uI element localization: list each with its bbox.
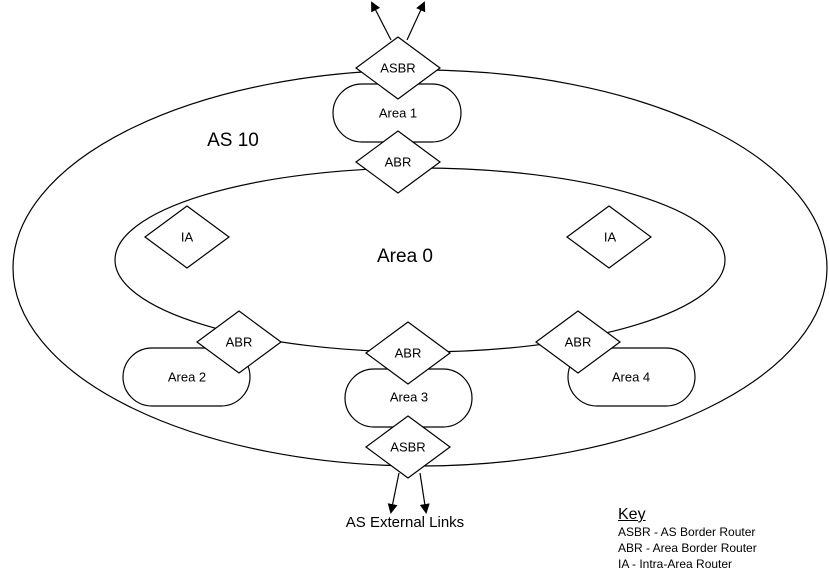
external-links-label: AS External Links — [346, 514, 464, 531]
abr-area1-label: ABR — [385, 154, 412, 169]
asbr-bottom-router — [364, 415, 452, 479]
legend-title: Key — [618, 506, 646, 523]
external-link-arrow — [387, 472, 400, 514]
asbr-top-label: ASBR — [380, 60, 415, 75]
ia-right-label: IA — [604, 229, 617, 244]
area4-shape — [567, 347, 696, 407]
legend-entry: ASBR - AS Border Router — [618, 525, 756, 539]
legend-entry: ABR - Area Border Router — [618, 541, 757, 555]
ia-left-label: IA — [181, 229, 194, 244]
legend: Key ASBR - AS Border Router ABR - Area B… — [618, 506, 757, 572]
area1-label: Area 1 — [379, 105, 417, 120]
asbr-bottom-label: ASBR — [390, 439, 425, 454]
area4-label: Area 4 — [612, 369, 650, 384]
area3-label: Area 3 — [390, 389, 428, 404]
abr-area4-router — [534, 310, 622, 374]
abr-area1-router — [354, 130, 442, 194]
external-link-arrow — [371, 1, 392, 41]
area0-label: Area 0 — [377, 246, 433, 267]
abr-area4-label: ABR — [565, 334, 592, 349]
abr-area3-router — [364, 321, 452, 385]
asbr-top-router — [354, 36, 442, 100]
area2-shape — [122, 347, 251, 407]
as-label: AS 10 — [207, 130, 259, 151]
ia-right-router — [565, 205, 653, 269]
ia-left-router — [143, 205, 231, 269]
external-link-arrow — [419, 472, 430, 514]
abr-area3-label: ABR — [395, 345, 422, 360]
external-link-arrow — [406, 1, 426, 41]
legend-entry: IA - Intra-Area Router — [618, 557, 733, 571]
area2-label: Area 2 — [168, 369, 206, 384]
abr-area2-label: ABR — [226, 334, 253, 349]
abr-area2-router — [195, 310, 283, 374]
